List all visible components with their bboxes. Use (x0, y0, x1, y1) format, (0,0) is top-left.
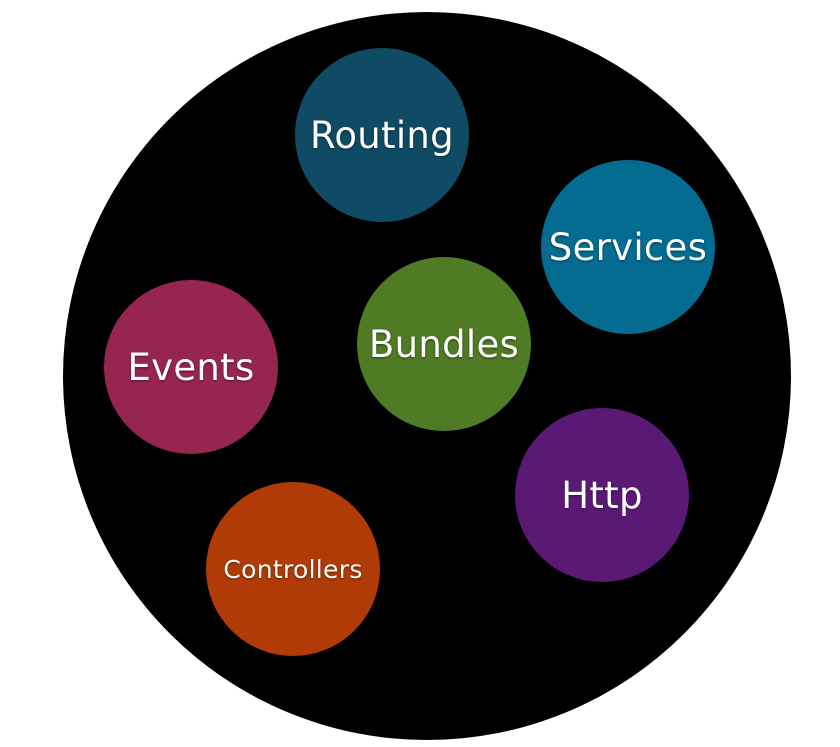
routing-label: Routing (310, 113, 454, 157)
bundles-label: Bundles (368, 322, 520, 366)
http-node: Http (515, 408, 689, 582)
controllers-node: Controllers (206, 482, 380, 656)
bundles-node: Bundles (357, 257, 531, 431)
controllers-label: Controllers (223, 554, 363, 584)
services-node: Services (541, 160, 715, 334)
routing-node: Routing (295, 48, 469, 222)
events-node: Events (104, 280, 278, 454)
http-label: Http (561, 473, 643, 517)
events-label: Events (127, 345, 255, 389)
services-label: Services (548, 225, 708, 269)
